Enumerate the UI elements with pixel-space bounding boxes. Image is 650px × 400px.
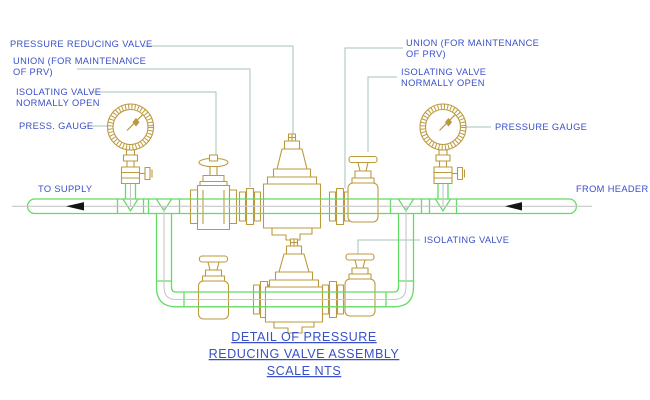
gauge-needle <box>126 114 143 131</box>
isolating-valve-main-right <box>347 155 379 223</box>
leader-isolating-left <box>90 91 217 156</box>
bonnet-flange <box>348 273 372 280</box>
gauge-inner-ring <box>112 108 149 146</box>
label-union-right-line2: OF PRV) <box>406 49 446 59</box>
valve-stem <box>354 259 366 269</box>
gauge-stem <box>438 149 448 156</box>
t-handle <box>198 255 229 263</box>
flow-arrows <box>66 202 522 211</box>
gauge-hex-nut <box>122 154 139 162</box>
body-flange <box>266 176 318 185</box>
leader-lines <box>77 45 491 257</box>
gauge-ticks <box>420 104 466 150</box>
t-handle <box>345 253 375 261</box>
title-line2: REDUCING VALVE ASSEMBLY <box>209 347 400 361</box>
bonnet <box>354 170 372 179</box>
bell-collar <box>274 271 314 281</box>
handwheel-hub <box>208 154 219 162</box>
leader-union-left <box>77 68 251 187</box>
label-pressure-gauge-right: PRESSURE GAUGE <box>495 122 587 132</box>
spring-cap <box>283 140 301 150</box>
title-line1: DETAIL OF PRESSURE <box>231 330 376 344</box>
gauge-cock-body <box>433 166 453 185</box>
bonnet <box>351 267 369 275</box>
label-press-gauge-left: PRESS. GAUGE <box>19 121 93 131</box>
bypass-pipe-outer-edge <box>155 213 415 308</box>
annotations: PRESSURE REDUCING VALVE UNION (FOR MAINT… <box>10 38 649 245</box>
flow-arrow-right <box>505 202 522 211</box>
isolating-valve-bypass-left <box>197 255 230 320</box>
title-line3: SCALE NTS <box>267 364 342 378</box>
gauge-cock-body <box>120 166 141 185</box>
bonnet-flange <box>351 177 375 184</box>
valve-stem <box>209 165 218 177</box>
bonnet <box>204 269 223 277</box>
gauge-drop-left <box>124 183 137 199</box>
cock-side-handle <box>452 166 466 181</box>
label-pressure-reducing-valve: PRESSURE REDUCING VALVE <box>10 39 153 49</box>
label-union-right-line1: UNION (FOR MAINTENANCE <box>406 38 539 48</box>
drawing-title: DETAIL OF PRESSURE REDUCING VALVE ASSEMB… <box>209 330 400 378</box>
label-isolating-left-line1: ISOLATING VALVE <box>16 87 101 97</box>
valve-body <box>264 286 324 323</box>
spring-bell <box>278 253 310 273</box>
spring-bell <box>276 148 308 170</box>
valve-body <box>347 182 379 223</box>
bonnet-flange <box>201 275 226 282</box>
gauge-tee-right <box>434 198 452 212</box>
isolating-valve-main-left <box>189 154 238 231</box>
label-from-header: FROM HEADER <box>576 184 649 194</box>
gauge-needle <box>439 114 456 131</box>
body-flange <box>268 279 320 288</box>
flow-arrow-left <box>66 202 84 211</box>
gauge-nipple <box>438 160 448 168</box>
gauge-tee-left <box>122 198 139 212</box>
label-isolating-right-line2: NORMALLY OPEN <box>401 78 485 88</box>
leader-prv-main <box>142 45 294 136</box>
label-union-left-line2: OF PRV) <box>13 67 53 77</box>
body-bottom-steps <box>271 228 313 241</box>
pressure-gauge-left <box>106 103 155 185</box>
label-isolating-right-line1: ISOLATING VALVE <box>401 67 486 77</box>
pressure-reducing-valve-bypass <box>264 238 324 334</box>
bypass-pipe-inner-edge <box>170 213 400 293</box>
valve-body <box>196 184 231 231</box>
label-union-left-line1: UNION (FOR MAINTENANCE <box>13 56 146 66</box>
valve-body <box>344 278 376 317</box>
cock-side-handle <box>139 166 153 181</box>
bonnet-flange <box>199 180 228 187</box>
label-isolating-left-line2: NORMALLY OPEN <box>16 98 100 108</box>
gauge-hex-nut <box>435 154 451 162</box>
gauge-ticks <box>108 104 154 150</box>
pressure-reducing-valve-main <box>262 133 322 241</box>
gauge-stem <box>125 149 136 156</box>
components <box>106 103 467 334</box>
spring-cap <box>285 245 303 255</box>
leader-union-right <box>344 47 403 188</box>
valve-stem <box>207 261 220 271</box>
valve-stem <box>357 161 369 172</box>
bonnet <box>202 174 225 183</box>
pressure-gauge-right <box>419 103 467 185</box>
label-to-supply: TO SUPPLY <box>38 184 92 194</box>
bell-collar <box>272 168 312 178</box>
body-bottom-steps <box>273 322 315 334</box>
centerlines <box>12 184 592 301</box>
gauge-drop-right <box>437 183 449 199</box>
leader-isolating-bypass <box>357 239 420 257</box>
gauge-inner-ring <box>424 108 462 146</box>
gauge-nipple <box>126 160 135 168</box>
label-isolating-bypass: ISOLATING VALVE <box>424 235 509 245</box>
bypass-centerline <box>163 206 407 301</box>
leader-isolating-right <box>367 76 397 152</box>
t-handle <box>348 155 378 164</box>
